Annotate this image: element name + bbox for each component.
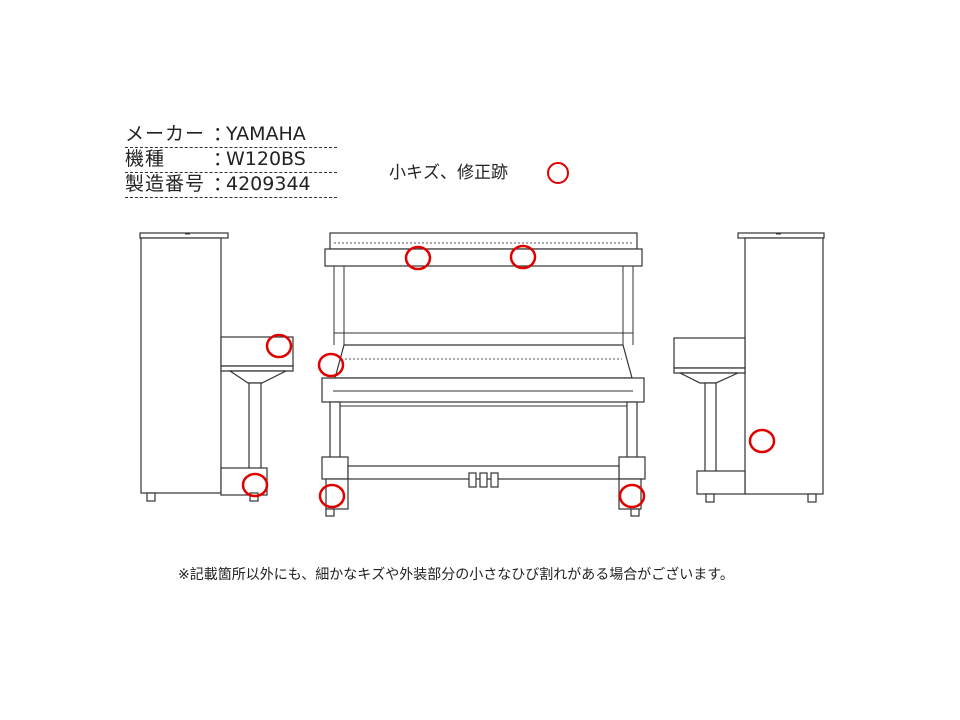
- model-label: 機種: [125, 148, 166, 170]
- damage-mark-circle: [317, 352, 345, 378]
- damage-mark-circle: [241, 472, 269, 498]
- serial-row: 製造番号 ： 4209344: [125, 173, 337, 198]
- damage-mark-circle: [618, 483, 646, 509]
- damage-mark-circle: [404, 245, 432, 271]
- piano-side-view-right: [673, 232, 825, 503]
- piano-info-block: メーカー ： YAMAHA 機種 ： W120BS 製造番号 ： 4209344: [125, 123, 337, 198]
- legend-circle-icon: [547, 162, 569, 184]
- damage-mark-circle: [509, 244, 537, 270]
- maker-separator: ：: [213, 123, 233, 145]
- damage-mark-circle: [748, 428, 776, 454]
- model-separator: ：: [213, 148, 233, 170]
- maker-value: YAMAHA: [226, 123, 306, 145]
- damage-mark-circle: [318, 483, 346, 509]
- serial-label: 製造番号: [125, 173, 206, 195]
- serial-value: 4209344: [226, 173, 311, 195]
- model-row: 機種 ： W120BS: [125, 148, 337, 173]
- model-value: W120BS: [226, 148, 306, 170]
- legend-label: 小キズ、修正跡: [389, 163, 508, 183]
- damage-mark-circle: [265, 333, 293, 359]
- piano-front-view: [321, 232, 646, 517]
- maker-row: メーカー ： YAMAHA: [125, 123, 337, 148]
- maker-label: メーカー: [125, 123, 206, 145]
- serial-separator: ：: [213, 173, 233, 195]
- footnote: ※記載箇所以外にも、細かなキズや外装部分の小さなひび割れがある場合がございます。: [178, 567, 734, 583]
- damage-marks: [241, 244, 776, 509]
- piano-side-view-left: [139, 232, 294, 502]
